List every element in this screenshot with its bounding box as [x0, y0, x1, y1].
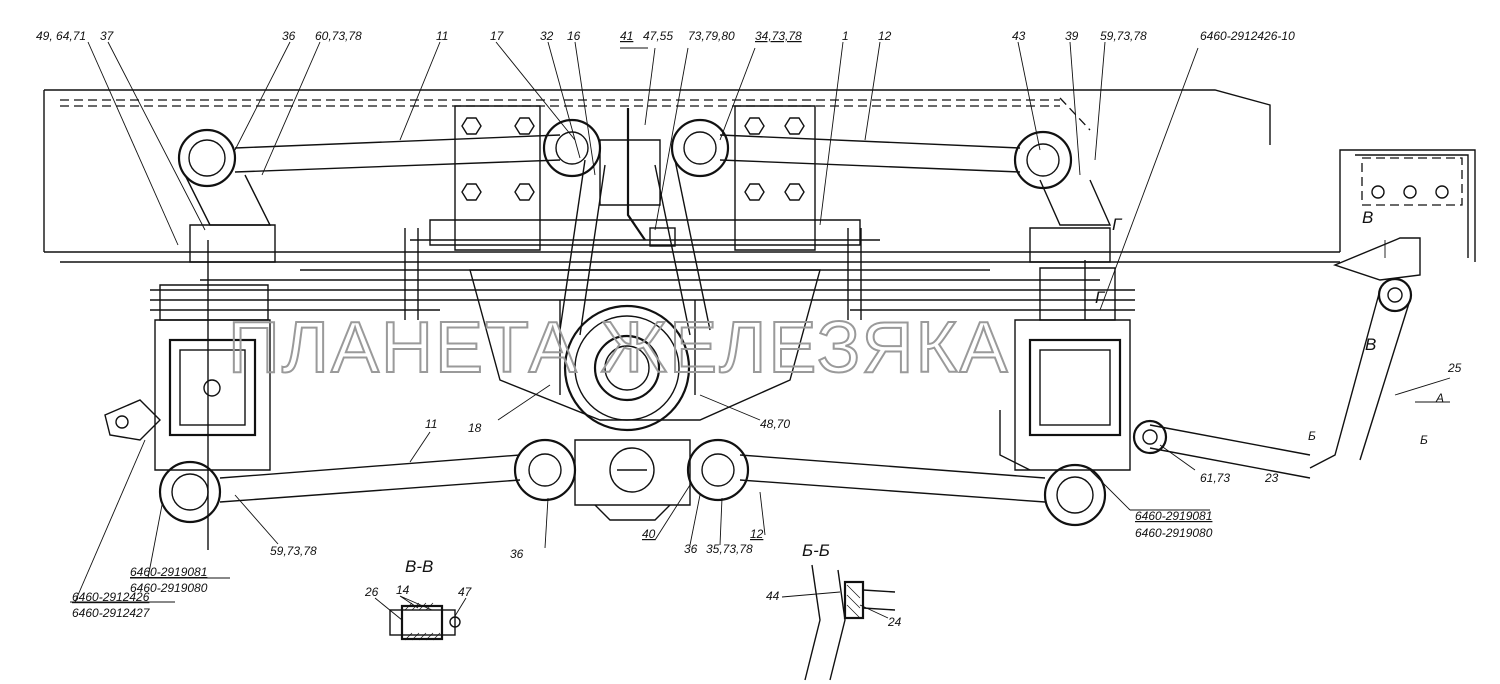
lower-rod-right	[686, 438, 1046, 503]
callout-labels: 49, 64,71 37 36 60,73,78 11 17 32 16 41 …	[36, 29, 1462, 629]
label: 6460-2919080	[1135, 526, 1213, 540]
label: 36	[684, 542, 698, 556]
label: 37	[100, 29, 115, 43]
label: 47	[458, 585, 473, 599]
label: 18	[468, 421, 482, 435]
label: 16	[567, 29, 581, 43]
label: 26	[364, 585, 379, 599]
label: 14	[396, 583, 410, 597]
label: 36	[282, 29, 296, 43]
section-mark: В	[1362, 208, 1373, 227]
label: 6460-2919081	[1135, 509, 1212, 523]
panhard-rod	[1132, 277, 1413, 479]
label: 73,79,80	[688, 29, 735, 43]
label: 49, 64,71	[36, 29, 86, 43]
section-vv	[389, 602, 461, 641]
label: 11	[425, 417, 437, 431]
label: 6460-2919080	[130, 581, 208, 595]
right-hanger	[999, 179, 1131, 527]
label: 39	[1065, 29, 1079, 43]
label: 6460-2912426-10	[1200, 29, 1295, 43]
rear-bracket	[1333, 157, 1463, 281]
view-arrow-label: А	[1435, 391, 1444, 405]
section-mark: В	[1365, 335, 1376, 354]
upper-rod-left	[177, 118, 602, 188]
label: 35,73,78	[706, 542, 753, 556]
axle-housing	[469, 269, 821, 432]
label: 6460-2912426	[72, 590, 150, 604]
label: 41	[620, 29, 633, 43]
label: 61,73	[1200, 471, 1230, 485]
label: 1	[842, 29, 849, 43]
left-hanger	[104, 174, 276, 550]
section-bb	[804, 564, 896, 681]
section-mark: Б	[1420, 433, 1428, 447]
leaf-spring	[150, 269, 1135, 311]
section-title-vv: В-В	[405, 557, 433, 576]
label: 48,70	[760, 417, 790, 431]
section-mark: Г	[1112, 215, 1123, 234]
label: 40	[642, 527, 656, 541]
label: 44	[766, 589, 780, 603]
label: 59,73,78	[1100, 29, 1147, 43]
label: 6460-2912427	[72, 606, 151, 620]
label: 32	[540, 29, 554, 43]
label: 6460-2919081	[130, 565, 207, 579]
label: 60,73,78	[315, 29, 362, 43]
frame-rail	[43, 89, 1476, 263]
center-bracket	[404, 105, 880, 320]
section-mark: Б	[1308, 429, 1316, 443]
section-title-bb: Б-Б	[802, 541, 830, 560]
label: 11	[436, 29, 448, 43]
central-bracket	[559, 108, 711, 336]
label: 23	[1264, 471, 1279, 485]
label: 34,73,78	[755, 29, 802, 43]
label: 12	[878, 29, 892, 43]
label: 12	[750, 527, 764, 541]
label: 17	[490, 29, 505, 43]
label: 43	[1012, 29, 1026, 43]
upper-rod-right	[670, 118, 1073, 190]
section-mark: Г	[1095, 288, 1106, 307]
label: 47,55	[643, 29, 673, 43]
lower-bracket	[574, 439, 691, 521]
label: 24	[887, 615, 902, 629]
watermark: ПЛАНЕТА ЖЕЛЕЗЯКА	[228, 308, 1010, 388]
label: 59,73,78	[270, 544, 317, 558]
lower-rod-left	[219, 438, 577, 503]
leader-lines	[70, 41, 1451, 621]
label: 36	[510, 547, 524, 561]
label: 25	[1447, 361, 1462, 375]
